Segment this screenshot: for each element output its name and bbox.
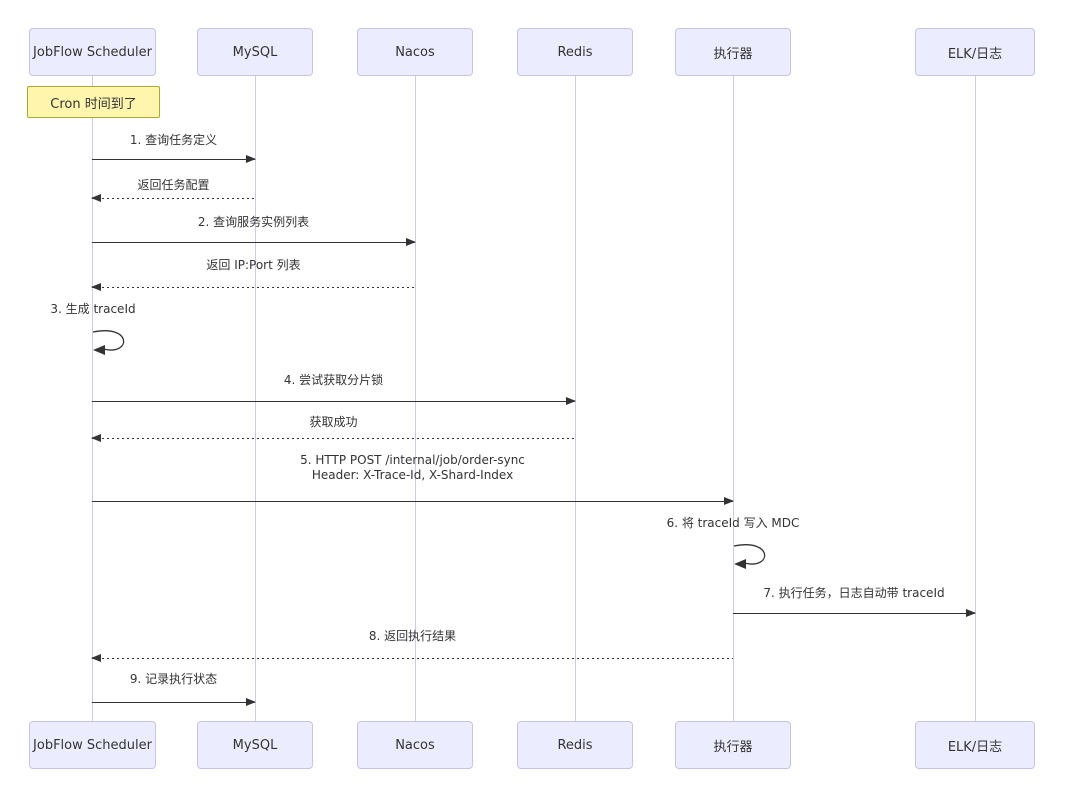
actor-label: Nacos <box>395 737 435 753</box>
self-loop-icon <box>733 544 766 569</box>
arrowhead-left-icon <box>91 194 101 202</box>
arrowhead-right-icon <box>246 155 256 163</box>
arrowhead-right-icon <box>966 609 976 617</box>
message-arrow-4 <box>92 397 576 405</box>
note-text: Cron 时间到了 <box>50 96 137 112</box>
message-label-3: 3. 生成 traceId <box>50 302 136 316</box>
actor-bottom-elk-logs: ELK/日志 <box>915 721 1035 769</box>
actor-top-executor: 执行器 <box>675 28 791 76</box>
self-loop-icon <box>92 330 125 355</box>
message-arrow-2 <box>92 238 416 246</box>
message-label-return-task-config: 返回任务配置 <box>137 178 210 192</box>
message-arrow-5 <box>92 497 734 505</box>
actor-label: MySQL <box>232 44 278 60</box>
actor-bottom-nacos: Nacos <box>357 721 473 769</box>
actor-bottom-redis: Redis <box>517 721 633 769</box>
message-label-4: 4. 尝试获取分片锁 <box>283 373 384 387</box>
message-label-1: 1. 查询任务定义 <box>129 133 218 147</box>
message-label-return-ip-port: 返回 IP:Port 列表 <box>206 258 301 272</box>
message-arrow-8 <box>91 654 733 662</box>
lifeline-nacos <box>415 76 416 721</box>
actor-top-jobflow-scheduler: JobFlow Scheduler <box>29 28 156 76</box>
arrowhead-right-icon <box>406 238 416 246</box>
lifeline-mysql <box>255 76 256 721</box>
message-label-2: 2. 查询服务实例列表 <box>197 215 310 229</box>
arrowhead-left-icon <box>91 283 101 291</box>
message-label-5-line1: 5. HTTP POST /internal/job/order-sync <box>300 453 525 467</box>
actor-label: ELK/日志 <box>947 739 1003 755</box>
message-label-8: 8. 返回执行结果 <box>368 629 457 643</box>
message-arrow-9 <box>92 698 256 706</box>
message-label-9: 9. 记录执行状态 <box>129 672 218 686</box>
actor-label: MySQL <box>232 737 278 753</box>
lifeline-jobflow-scheduler <box>92 76 93 721</box>
actor-bottom-jobflow-scheduler: JobFlow Scheduler <box>29 721 156 769</box>
actor-top-nacos: Nacos <box>357 28 473 76</box>
actor-label: JobFlow Scheduler <box>33 737 152 753</box>
actor-label: ELK/日志 <box>947 46 1003 62</box>
arrowhead-right-icon <box>246 698 256 706</box>
message-label-6: 6. 将 traceId 写入 MDC <box>666 516 800 530</box>
arrowhead-left-icon <box>91 654 101 662</box>
message-label-7: 7. 执行任务，日志自动带 traceId <box>763 586 945 600</box>
message-arrow-lock-acquired <box>91 434 575 442</box>
actor-label: Redis <box>557 737 593 753</box>
arrowhead-right-icon <box>724 497 734 505</box>
message-arrow-7 <box>733 609 976 617</box>
actor-bottom-mysql: MySQL <box>197 721 313 769</box>
arrowhead-left-icon <box>91 434 101 442</box>
message-arrow-return-task-config <box>91 194 255 202</box>
actor-label: Redis <box>557 44 593 60</box>
arrowhead-right-icon <box>566 397 576 405</box>
actor-label: JobFlow Scheduler <box>33 44 152 60</box>
actor-label: 执行器 <box>713 46 753 62</box>
actor-bottom-executor: 执行器 <box>675 721 791 769</box>
message-label-lock-acquired: 获取成功 <box>309 415 358 429</box>
lifeline-executor <box>733 76 734 721</box>
lifeline-elk-logs <box>975 76 976 721</box>
note-cron-triggered: Cron 时间到了 <box>27 86 160 118</box>
actor-top-mysql: MySQL <box>197 28 313 76</box>
message-arrow-return-ip-port <box>91 283 415 291</box>
message-label-5-line2: Header: X-Trace-Id, X-Shard-Index <box>311 468 514 482</box>
actor-label: Nacos <box>395 44 435 60</box>
actor-label: 执行器 <box>713 739 753 755</box>
message-arrow-1 <box>92 155 256 163</box>
actor-top-elk-logs: ELK/日志 <box>915 28 1035 76</box>
actor-top-redis: Redis <box>517 28 633 76</box>
